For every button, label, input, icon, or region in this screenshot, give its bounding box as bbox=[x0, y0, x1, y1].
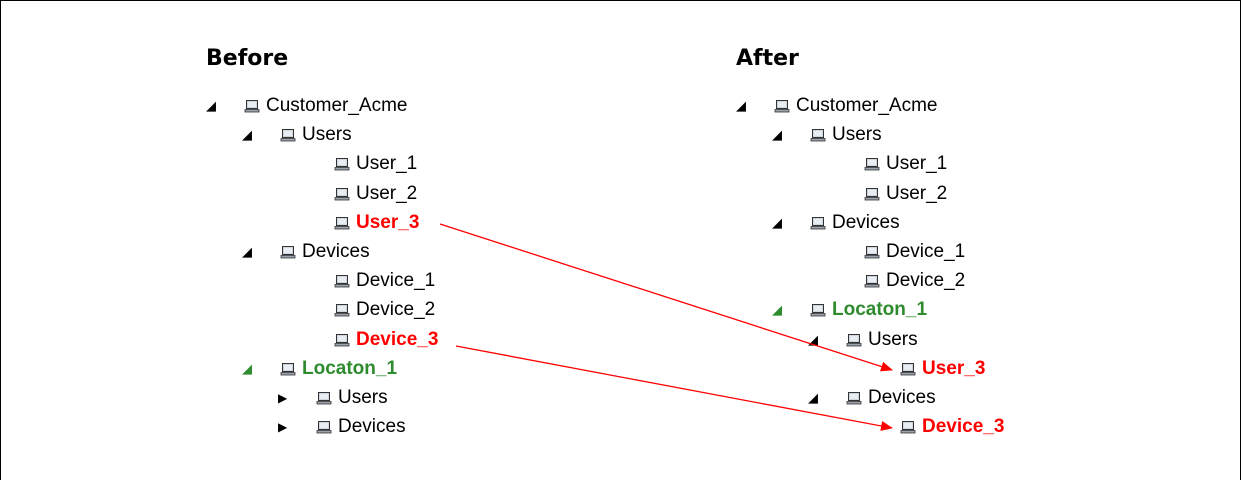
expanded-caret-icon[interactable]: ◢ bbox=[206, 98, 216, 113]
computer-icon bbox=[280, 246, 296, 259]
tree-node[interactable]: ◢ Locaton_1 bbox=[242, 354, 397, 384]
tree-node-label: Users bbox=[868, 328, 918, 350]
tree-node[interactable]: ◢User_3 bbox=[278, 208, 419, 238]
computer-icon bbox=[810, 129, 826, 142]
computer-icon bbox=[280, 362, 296, 376]
computer-icon bbox=[774, 100, 790, 113]
tree-node-label: Devices bbox=[832, 211, 900, 233]
computer-icon bbox=[846, 392, 862, 405]
computer-icon bbox=[864, 275, 880, 288]
tree-node-label: Locaton_1 bbox=[832, 299, 928, 321]
tree-node[interactable]: ◢ Locaton_1 bbox=[772, 295, 927, 325]
before-title: Before bbox=[206, 46, 289, 71]
computer-icon bbox=[864, 246, 880, 259]
tree-node[interactable]: ◢ Users bbox=[808, 325, 918, 355]
tree-node-label: Customer_Acme bbox=[796, 95, 938, 116]
tree-node-label: Device_3 bbox=[356, 328, 439, 350]
tree-node[interactable]: ◢ Customer_Acme bbox=[736, 91, 938, 121]
tree-node-label: User_2 bbox=[886, 182, 948, 204]
computer-icon bbox=[334, 304, 350, 317]
after-panel: After ◢Customer_Acme◢Users◢User_1◢User_2… bbox=[736, 0, 1156, 480]
tree-node-label: Device_2 bbox=[356, 299, 436, 321]
computer-icon bbox=[864, 187, 880, 200]
tree-node-label: Device_3 bbox=[922, 416, 1005, 438]
tree-node-label: Locaton_1 bbox=[302, 357, 398, 379]
tree-node-label: Device_1 bbox=[886, 241, 966, 262]
tree-node-label: Devices bbox=[302, 241, 370, 262]
tree-node-label: User_3 bbox=[356, 211, 420, 233]
tree-node[interactable]: ◢ Devices bbox=[808, 383, 936, 413]
tree-node[interactable]: ◢ Users bbox=[242, 120, 352, 150]
computer-icon bbox=[334, 216, 350, 230]
expanded-caret-icon[interactable]: ◢ bbox=[772, 127, 782, 143]
expanded-caret-icon[interactable]: ◢ bbox=[772, 214, 782, 230]
tree-node-label: Devices bbox=[338, 416, 406, 438]
tree-node-label: Users bbox=[338, 387, 388, 408]
tree-node[interactable]: ◢Device_2 bbox=[808, 266, 965, 296]
tree-node-label: Users bbox=[832, 124, 882, 146]
tree-node[interactable]: ◢Device_1 bbox=[808, 237, 965, 267]
computer-icon bbox=[334, 275, 350, 288]
tree-node[interactable]: ◢Device_1 bbox=[278, 266, 435, 296]
expanded-caret-icon[interactable]: ◢ bbox=[736, 98, 746, 113]
computer-icon bbox=[280, 129, 296, 142]
tree-node[interactable]: ▶ Users bbox=[278, 383, 388, 413]
computer-icon bbox=[316, 421, 332, 434]
tree-node[interactable]: ◢Device_3 bbox=[844, 412, 1004, 442]
tree-node[interactable]: ◢User_3 bbox=[844, 354, 985, 384]
expanded-caret-icon[interactable]: ◢ bbox=[242, 244, 252, 259]
tree-node-label: User_1 bbox=[886, 153, 948, 175]
computer-icon bbox=[846, 333, 862, 346]
tree-node-label: Users bbox=[302, 124, 352, 146]
expanded-caret-icon[interactable]: ◢ bbox=[808, 331, 818, 347]
tree-node[interactable]: ◢User_1 bbox=[278, 149, 417, 179]
tree-node[interactable]: ◢User_2 bbox=[808, 179, 947, 209]
computer-icon bbox=[334, 187, 350, 200]
tree-node[interactable]: ▶ Devices bbox=[278, 412, 406, 442]
after-title: After bbox=[736, 46, 799, 71]
computer-icon bbox=[900, 421, 916, 434]
before-panel: Before ◢Customer_Acme◢Users◢User_1◢User_… bbox=[206, 0, 626, 480]
computer-icon bbox=[334, 333, 350, 346]
tree-node[interactable]: ◢ Customer_Acme bbox=[206, 91, 408, 121]
expanded-caret-icon[interactable]: ◢ bbox=[808, 390, 818, 405]
tree-node[interactable]: ◢ Devices bbox=[772, 208, 900, 238]
tree-node[interactable]: ◢User_2 bbox=[278, 179, 417, 209]
tree-node[interactable]: ◢Device_2 bbox=[278, 295, 435, 325]
computer-icon bbox=[864, 158, 880, 171]
tree-node-label: Customer_Acme bbox=[266, 95, 408, 116]
tree-node-label: Device_2 bbox=[886, 270, 966, 292]
tree-node-label: User_2 bbox=[356, 182, 418, 204]
computer-icon bbox=[900, 362, 916, 376]
tree-node-label: User_1 bbox=[356, 153, 418, 175]
computer-icon bbox=[334, 158, 350, 171]
computer-icon bbox=[810, 304, 826, 317]
expanded-caret-icon[interactable]: ◢ bbox=[242, 360, 252, 376]
expanded-caret-icon[interactable]: ◢ bbox=[772, 302, 782, 318]
tree-node-label: User_3 bbox=[922, 357, 986, 379]
computer-icon bbox=[244, 100, 260, 113]
tree-node-label: Devices bbox=[868, 387, 936, 408]
tree-node[interactable]: ◢Device_3 bbox=[278, 325, 438, 355]
computer-icon bbox=[316, 392, 332, 405]
collapsed-caret-icon[interactable]: ▶ bbox=[278, 391, 288, 405]
computer-icon bbox=[810, 216, 826, 230]
collapsed-caret-icon[interactable]: ▶ bbox=[278, 420, 288, 435]
tree-node-label: Device_1 bbox=[356, 270, 436, 292]
expanded-caret-icon[interactable]: ◢ bbox=[242, 127, 252, 143]
tree-node[interactable]: ◢User_1 bbox=[808, 149, 947, 179]
tree-node[interactable]: ◢ Devices bbox=[242, 237, 370, 267]
tree-node[interactable]: ◢ Users bbox=[772, 120, 882, 150]
